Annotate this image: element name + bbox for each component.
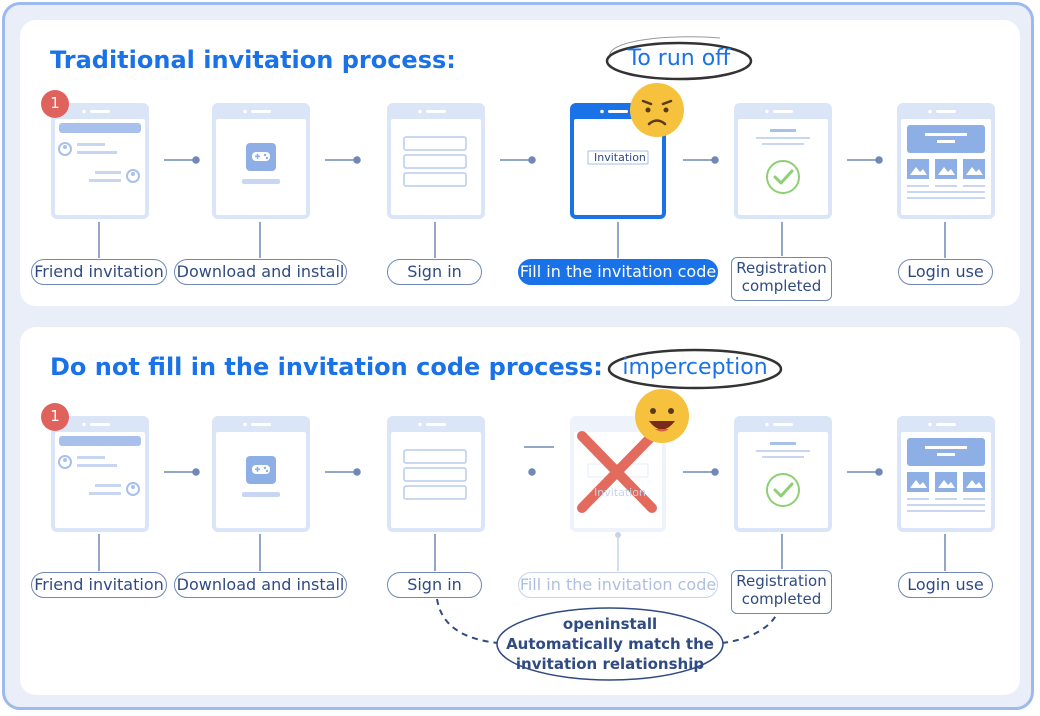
phone-invitation-text-disabled: Invitation: [594, 486, 646, 499]
step-login-use: Login use: [898, 259, 993, 285]
step-fill-invitation-code: Fill in the invitation code: [518, 259, 718, 285]
step-friend-invitation-2: Friend invitation: [31, 572, 167, 598]
traditional-panel: [20, 20, 1020, 306]
phone-invitation-text: Invitation: [594, 151, 646, 164]
match-ellipse: [496, 607, 724, 681]
bubble-text-1: To run off: [627, 46, 731, 71]
row1-connectors: [98, 156, 946, 258]
worried-emoji-icon: [630, 83, 684, 137]
traditional-title: Traditional invitation process:: [50, 46, 456, 74]
badge-1: 1: [50, 94, 60, 112]
phone-login-2: [897, 416, 995, 532]
phone-sign-in-2: [387, 416, 485, 532]
phone-login: [897, 103, 995, 219]
badge-dot-2: [41, 403, 69, 431]
happy-emoji-icon: [635, 389, 689, 443]
phone-download-2: [212, 416, 310, 532]
badge-2: 1: [50, 407, 60, 425]
step-friend-invitation: Friend invitation: [31, 259, 167, 285]
step-registration-completed: Registration completed: [731, 257, 832, 301]
badge-dot-1: [41, 90, 69, 118]
cross-icon: [577, 431, 657, 513]
step-login-use-2: Login use: [898, 572, 993, 598]
disabled-connector-dot: [615, 532, 621, 538]
step-download-install: Download and install: [174, 259, 347, 285]
speech-bubble-1: [605, 36, 753, 81]
openinstall-title: Do not fill in the invitation code proce…: [50, 353, 603, 381]
row2-phones: [51, 416, 995, 532]
step-fill-invitation-code-skipped: Fill in the invitation code: [518, 572, 718, 598]
speech-bubble-2: [607, 348, 783, 390]
dashed-link-right: [721, 610, 779, 644]
bubble-text-2: imperception: [622, 355, 768, 380]
step-sign-in: Sign in: [387, 259, 482, 285]
step-sign-in-2: Sign in: [387, 572, 482, 598]
step-download-install-2: Download and install: [174, 572, 347, 598]
phone-download: [212, 103, 310, 219]
phone-friend-invitation-2: [51, 416, 149, 532]
phone-registration-2: [734, 416, 832, 532]
step-registration-completed-2: Registration completed: [731, 570, 832, 614]
phone-friend-invitation: [51, 103, 149, 219]
phone-registration: [734, 103, 832, 219]
row2-connectors: [98, 446, 946, 571]
openinstall-match-note: openinstall Automatically match the invi…: [506, 615, 714, 673]
phone-sign-in: [387, 103, 485, 219]
dashed-link-left: [436, 598, 499, 644]
